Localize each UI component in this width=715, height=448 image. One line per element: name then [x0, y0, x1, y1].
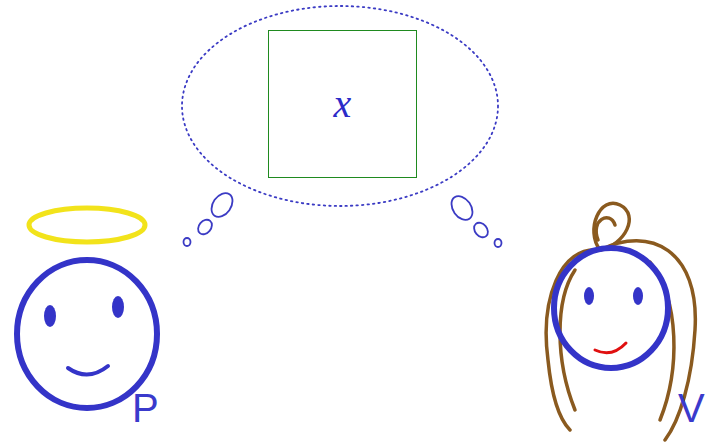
- math-box: x: [268, 30, 417, 178]
- eye: [633, 287, 643, 305]
- eye: [584, 287, 594, 305]
- smile: [68, 366, 108, 375]
- hair: [546, 203, 695, 440]
- face-p: [17, 260, 157, 408]
- thought-bubbles: [184, 189, 502, 247]
- person-label: P: [132, 388, 159, 428]
- thought-cloud: [182, 6, 498, 206]
- smile: [595, 343, 626, 353]
- face-v: [554, 248, 668, 368]
- eye: [44, 305, 56, 327]
- halo: [29, 208, 145, 242]
- variable-name: x: [334, 84, 352, 124]
- person-label: V: [678, 388, 705, 428]
- eye: [112, 296, 124, 318]
